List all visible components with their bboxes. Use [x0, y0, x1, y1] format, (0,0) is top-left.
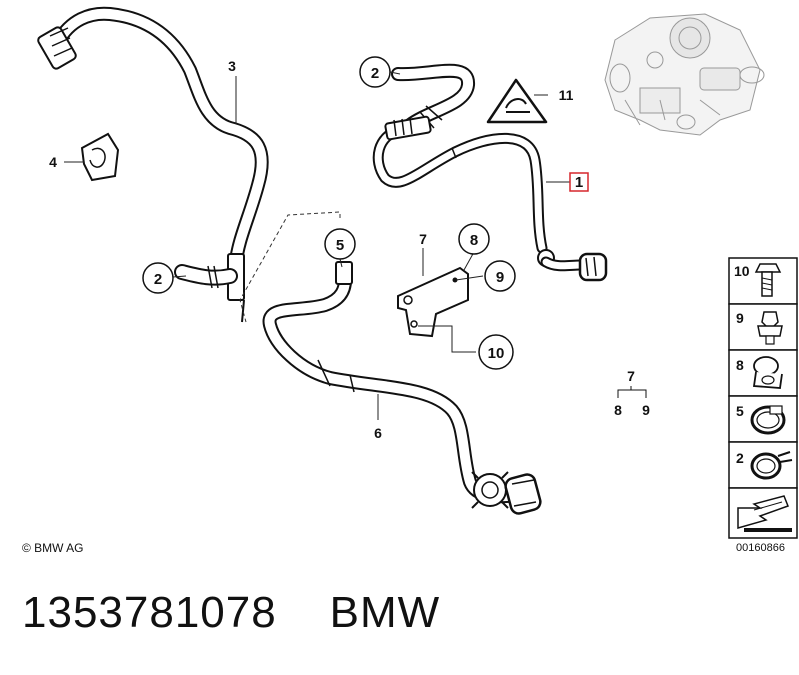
leader-lines: [64, 71, 570, 420]
callout-5: 5: [324, 228, 356, 260]
fuel-pump-illustration: [604, 13, 765, 136]
callout-7-label: 7: [419, 231, 427, 247]
holder-icon: [752, 356, 783, 389]
callout-11-label: 11: [559, 87, 574, 103]
callout-1: 1: [569, 172, 589, 192]
legend-group: 7 8 9: [614, 368, 650, 418]
fuel-line-1: [372, 115, 608, 282]
part-number: 1353781078: [22, 588, 277, 637]
hose-6: [262, 261, 542, 515]
copyright-text: © BMW AG: [22, 541, 84, 555]
parts-cell-5: [728, 395, 798, 443]
arrow-icon: [737, 495, 792, 532]
warning-label-11: [486, 78, 548, 124]
parts-cell-2-num: 2: [736, 450, 744, 466]
hose-clamp-icon: [750, 405, 786, 435]
callout-2-left-label: 2: [154, 271, 162, 288]
callout-3-label: 3: [228, 58, 236, 74]
brand-name: BMW: [329, 588, 441, 637]
footer-caption: 1353781078 BMW: [22, 588, 440, 638]
callout-5-label: 5: [336, 237, 344, 254]
parts-cell-10-num: 10: [734, 263, 750, 279]
callout-2-left: 2: [142, 262, 174, 294]
hose-2-left: [174, 264, 238, 289]
callout-2-top: 2: [359, 56, 391, 88]
spring-clamp-icon: [750, 451, 793, 480]
diagram-reference-code: 00160866: [736, 542, 785, 554]
hose-group-bracket: [239, 211, 341, 323]
parts-column: 10 9 8 5 2: [728, 257, 798, 539]
parts-cell-9-num: 9: [736, 310, 744, 326]
callout-1-label: 1: [575, 174, 583, 191]
hose-2-top: [391, 63, 475, 132]
callout-4-label: 4: [49, 154, 57, 170]
hose-3: [37, 6, 269, 323]
legend-group-left: 8: [614, 402, 622, 418]
parts-cell-5-num: 5: [736, 403, 744, 419]
bolt-icon: [754, 263, 782, 297]
clip-4: [80, 132, 120, 182]
callout-10: 10: [478, 334, 514, 370]
callout-8-label: 8: [470, 232, 478, 249]
callout-8: 8: [458, 223, 490, 255]
parts-cell-2: [728, 441, 798, 489]
legend-group-top: 7: [627, 368, 635, 384]
callout-9: 9: [484, 260, 516, 292]
callout-9-label: 9: [496, 269, 504, 286]
clip-icon: [757, 311, 783, 345]
bracket-7: [397, 266, 469, 338]
callout-2-top-label: 2: [371, 65, 379, 82]
legend-group-right: 9: [642, 402, 650, 418]
parts-cell-8-num: 8: [736, 357, 744, 373]
callout-10-label: 10: [488, 345, 505, 362]
callout-6-label: 6: [374, 425, 382, 441]
